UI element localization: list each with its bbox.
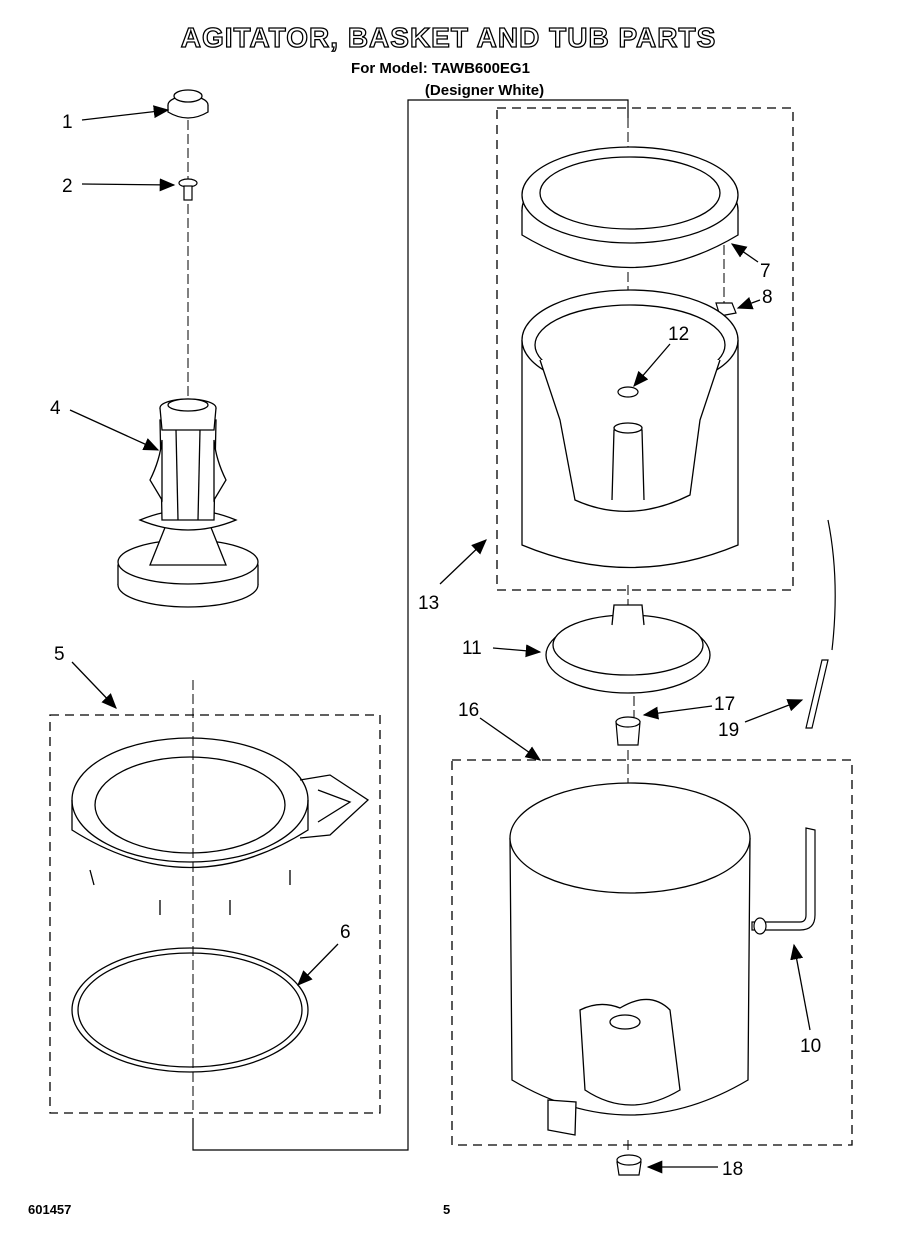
page-title: AGITATOR, BASKET AND TUB PARTS — [180, 21, 717, 53]
drive-hub-part — [545, 604, 711, 694]
callout-arrows — [69, 105, 811, 1174]
callout-11: 11 — [462, 638, 482, 659]
callout-4: 4 — [50, 398, 61, 419]
page-number: 5 — [443, 1202, 451, 1217]
callout-5: 5 — [54, 644, 65, 665]
callout-8: 8 — [762, 287, 773, 308]
basket-part — [521, 289, 739, 569]
callout-19: 19 — [718, 720, 739, 741]
tub-ring-part — [71, 737, 370, 915]
callout-18: 18 — [722, 1159, 743, 1180]
callout-7: 7 — [760, 261, 771, 282]
group-box-outer-tub — [451, 759, 853, 1146]
callout-labels: 1 2 4 5 6 7 8 10 11 12 13 16 17 18 19 — [50, 112, 821, 1180]
callout-16: 16 — [458, 700, 479, 721]
group-box-tub-ring — [49, 714, 381, 1114]
footer-code: 601457 — [28, 1202, 72, 1217]
connector-lines — [192, 99, 629, 1151]
coupling-part — [615, 716, 641, 746]
color-subtitle: (Designer White) — [424, 82, 545, 99]
callout-13: 13 — [418, 593, 439, 614]
fill-tube-part — [751, 827, 816, 935]
callout-12: 12 — [668, 324, 689, 345]
callout-17: 17 — [714, 694, 735, 715]
basket-nut-part — [617, 386, 639, 398]
balance-ring-part — [521, 146, 739, 269]
callout-1: 1 — [62, 112, 73, 133]
callout-6: 6 — [340, 922, 351, 943]
callout-2: 2 — [62, 176, 73, 197]
agitator-cap-part — [167, 89, 209, 119]
model-subtitle: For Model: TAWB600EG1 — [351, 60, 530, 77]
callout-10: 10 — [800, 1036, 821, 1057]
bolt-part — [178, 178, 198, 201]
hose-part — [805, 519, 836, 729]
tub-seal-part — [71, 947, 309, 1073]
drain-plug-part — [616, 1154, 642, 1176]
outer-tub-part — [509, 782, 751, 1136]
agitator-part — [117, 398, 259, 608]
